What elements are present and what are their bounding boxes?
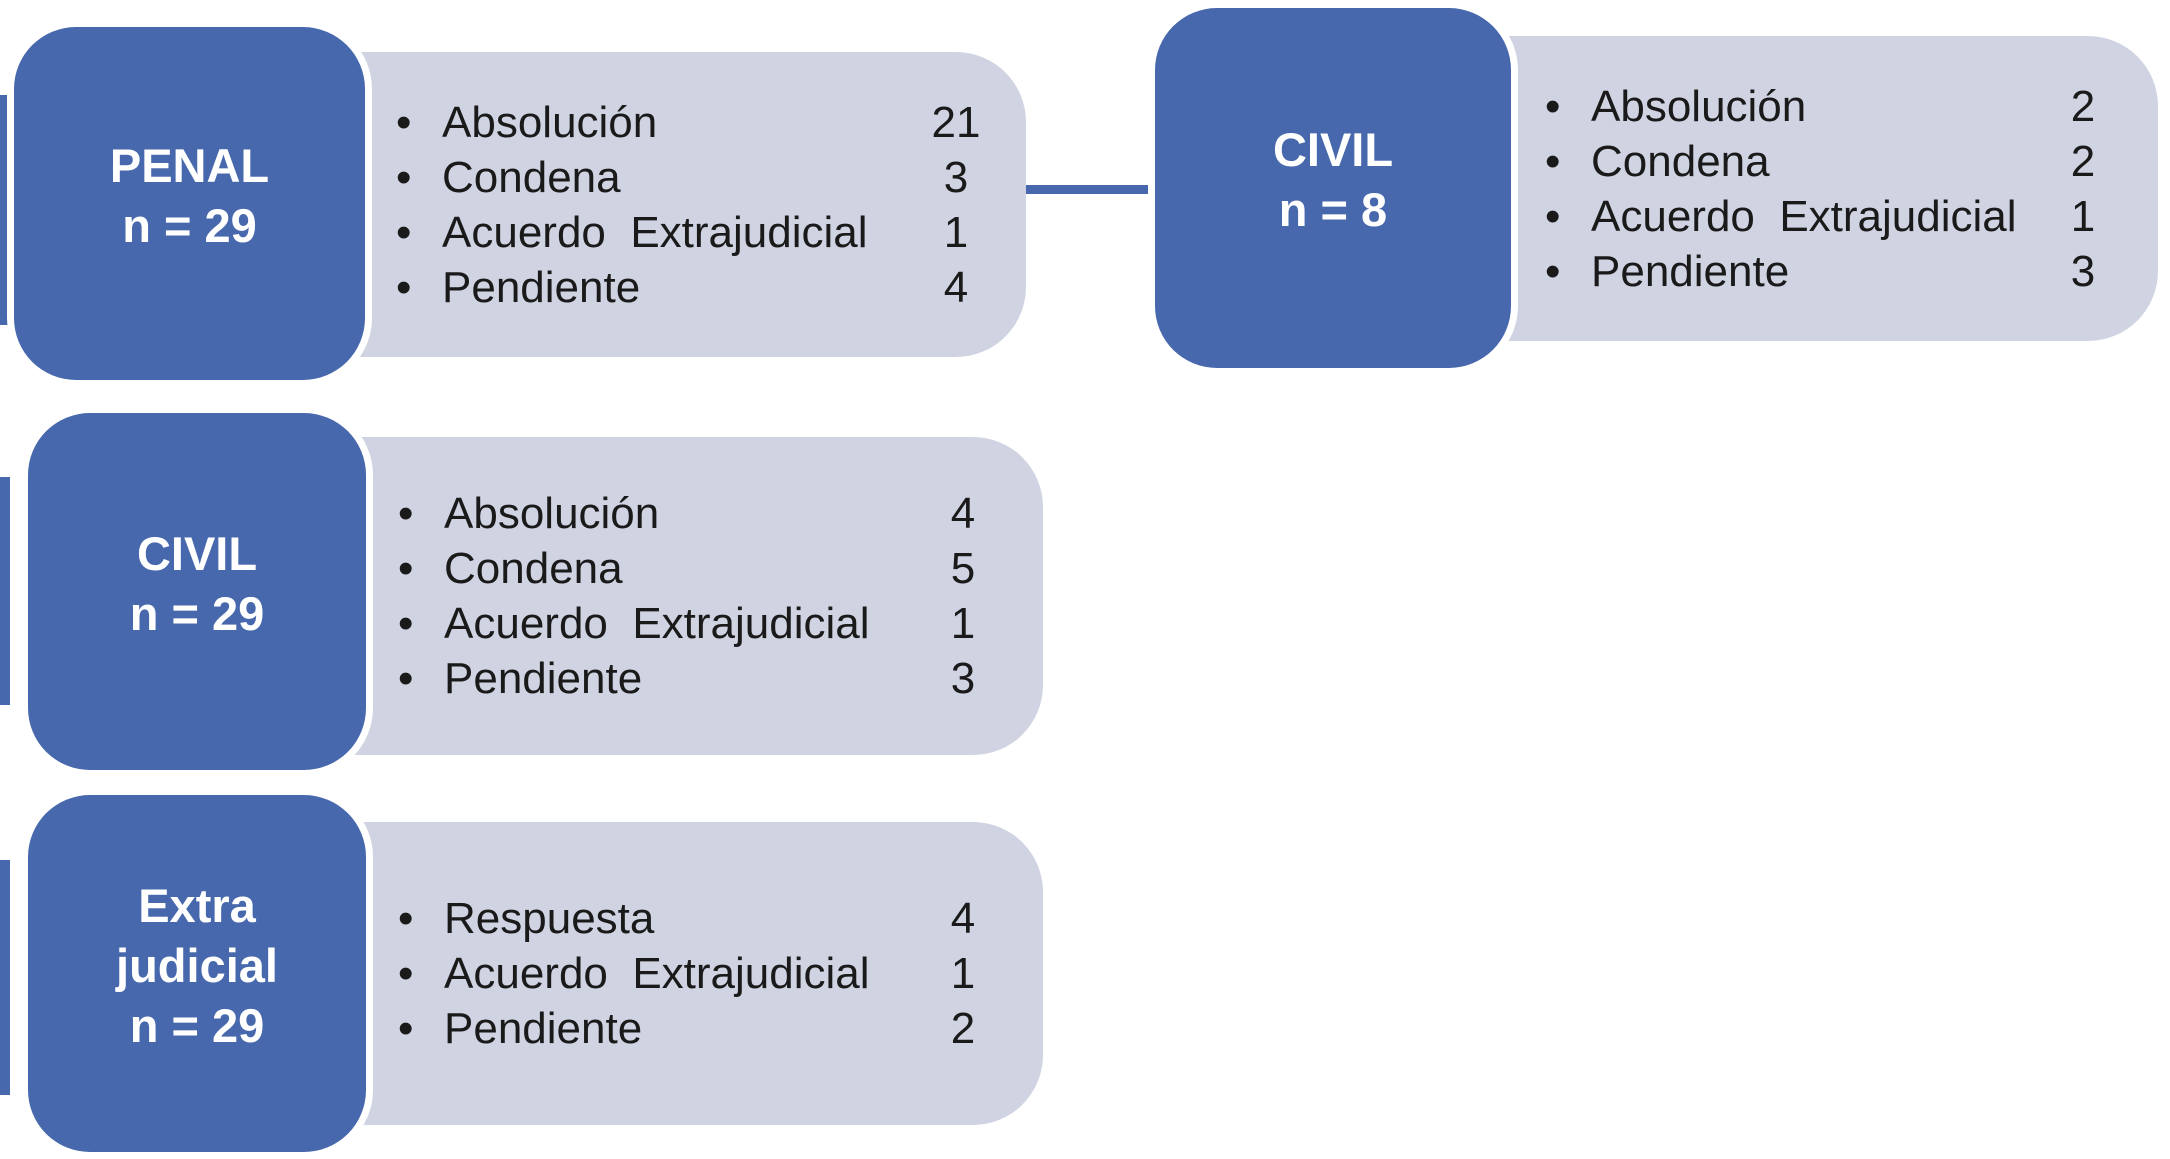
list-item: • Acuerdo Extrajudicial 1 (398, 596, 1018, 651)
list-item: • Acuerdo Extrajudicial 1 (396, 205, 1011, 260)
item-value: 2 (2070, 136, 2096, 186)
item-label: Condena (444, 544, 623, 593)
item-value: 3 (943, 152, 969, 202)
item-label: Respuesta (444, 894, 655, 943)
item-value: 1 (2070, 191, 2096, 241)
bullet-icon: • (1545, 246, 1561, 296)
list-item: • Pendiente 3 (398, 651, 1018, 706)
bullet-icon: • (1545, 191, 1561, 241)
box-title-line: PENAL (109, 138, 270, 192)
bullet-icon: • (398, 489, 414, 538)
bullet-icon: • (398, 949, 414, 998)
list-item: • Condena 2 (1545, 134, 2138, 189)
list-item: • Pendiente 2 (398, 1001, 1018, 1056)
item-value: 3 (950, 654, 976, 703)
edge-sliver-civil-n29 (0, 477, 10, 705)
item-value: 1 (950, 949, 976, 998)
item-label: Absolución (444, 489, 660, 538)
item-label: Pendiente (442, 262, 641, 312)
edge-sliver-extrajudicial (0, 860, 10, 1095)
item-value: 1 (943, 207, 969, 257)
bullet-icon: • (398, 894, 414, 943)
list-item: • Absolución 4 (398, 486, 1018, 541)
list-item: • Absolución 21 (396, 95, 1011, 150)
box-title-line: n = 29 (129, 998, 265, 1052)
box-title-line: judicial (116, 938, 278, 992)
item-label: Acuerdo Extrajudicial (444, 949, 870, 998)
box-title-line: CIVIL (136, 526, 258, 580)
category-box-penal: PENAL n = 29 (14, 27, 365, 380)
box-title-line: CIVIL (1272, 123, 1394, 176)
list-item: • Acuerdo Extrajudicial 1 (1545, 189, 2138, 244)
item-label: Condena (1591, 136, 1770, 186)
category-box-civil-n8: CIVIL n = 8 (1155, 8, 1511, 368)
list-item: • Acuerdo Extrajudicial 1 (398, 946, 1018, 1001)
bullet-icon: • (396, 152, 412, 202)
item-value: 5 (950, 544, 976, 593)
item-label: Absolución (442, 97, 658, 147)
bullet-icon: • (396, 207, 412, 257)
box-title-line: Extra (138, 878, 256, 932)
list-item: • Condena 5 (398, 541, 1018, 596)
category-box-civil-n29: CIVIL n = 29 (28, 413, 366, 770)
bullet-icon: • (398, 1004, 414, 1053)
item-label: Acuerdo Extrajudicial (444, 599, 870, 648)
bullet-icon: • (1545, 136, 1561, 186)
box-title-line: n = 29 (129, 586, 265, 640)
item-value: 2 (950, 1004, 976, 1053)
list-item: • Pendiente 4 (396, 260, 1011, 315)
list-item: • Pendiente 3 (1545, 244, 2138, 299)
category-box-extrajudicial: Extra judicial n = 29 (28, 795, 366, 1152)
bullet-icon: • (398, 654, 414, 703)
box-title-line: n = 29 (122, 198, 257, 252)
item-label: Acuerdo Extrajudicial (442, 207, 868, 257)
connector-line (1020, 185, 1160, 194)
item-label: Pendiente (444, 1004, 643, 1053)
bullet-icon: • (396, 262, 412, 312)
box-title-line: n = 8 (1278, 183, 1388, 236)
item-value: 4 (950, 489, 976, 538)
list-item: • Absolución 2 (1545, 79, 2138, 134)
edge-sliver-penal (0, 95, 10, 325)
item-value: 3 (2070, 246, 2096, 296)
item-label: Absolución (1591, 81, 1807, 131)
bullet-icon: • (1545, 81, 1561, 131)
bullet-icon: • (398, 599, 414, 648)
item-label: Pendiente (444, 654, 643, 703)
item-label: Pendiente (1591, 246, 1790, 296)
item-value: 1 (950, 599, 976, 648)
item-value: 4 (950, 894, 976, 943)
item-value: 2 (2070, 81, 2096, 131)
item-label: Acuerdo Extrajudicial (1591, 191, 2017, 241)
item-value: 21 (931, 97, 981, 147)
bullet-icon: • (398, 544, 414, 593)
item-value: 4 (943, 262, 969, 312)
list-item: • Condena 3 (396, 150, 1011, 205)
item-label: Condena (442, 152, 621, 202)
bullet-icon: • (396, 97, 412, 147)
list-item: • Respuesta 4 (398, 891, 1018, 946)
